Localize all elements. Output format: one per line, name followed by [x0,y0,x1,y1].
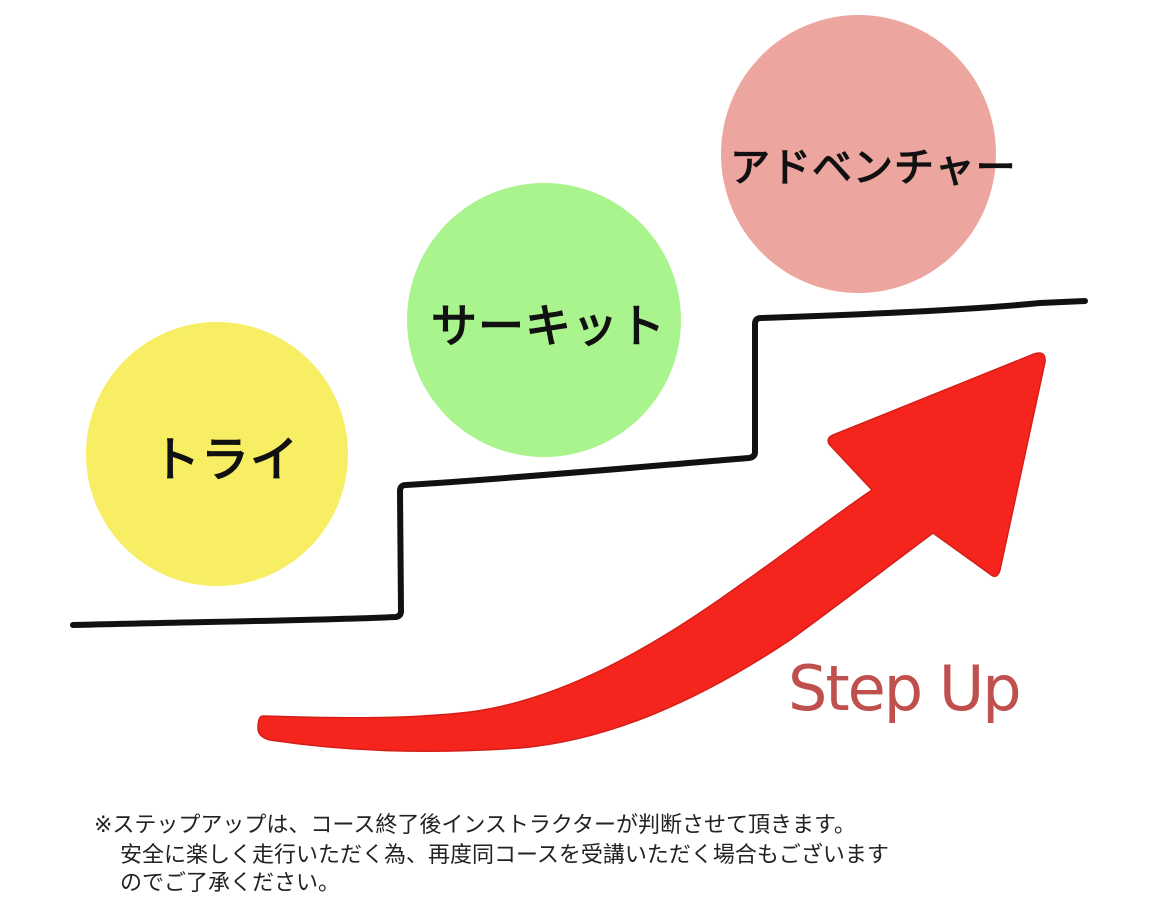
level-label-circuit: サーキット [431,299,666,353]
footnote-line: ※ステップアップは、コース終了後インストラクターが判断させて頂きます。 [94,813,856,838]
footnote-line: のでご了承ください。 [120,871,341,896]
level-label-try: トライ [152,432,300,488]
footnote-line: 安全に楽しく走行いただく為、再度同コースを受講いただく場合もございます [120,843,889,868]
step-up-arrow-icon [257,352,1046,753]
level-circle-try [86,322,348,586]
level-circle-adventure [721,15,996,293]
level-label-adventure: アドベンチャー [730,145,1017,191]
staircase-line [70,298,1088,628]
level-circle-circuit [407,183,681,457]
step-up-label: Step Up [788,652,1022,725]
